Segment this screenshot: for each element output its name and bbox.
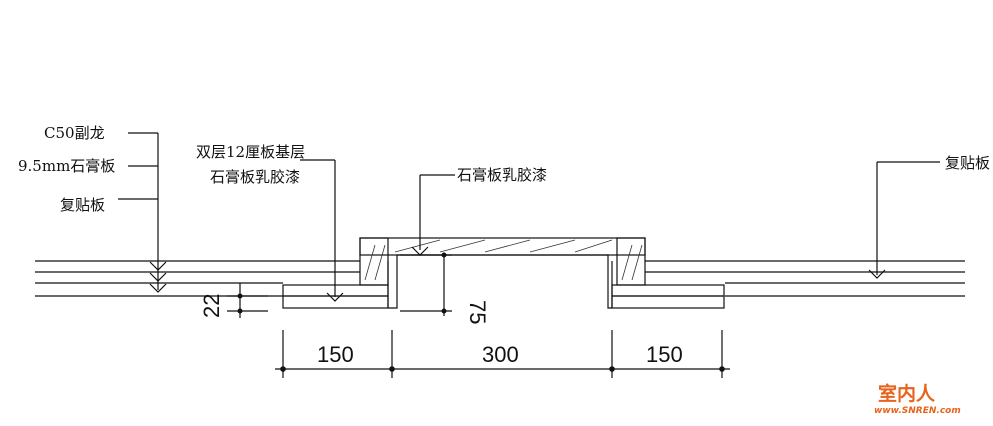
dim-22: 22	[199, 294, 224, 318]
ceiling-layers-right	[645, 260, 965, 297]
leader-right	[868, 161, 940, 279]
dimension-75	[400, 252, 452, 316]
label-fu-tie-right: 复贴板	[945, 154, 990, 172]
dim-300: 300	[482, 342, 519, 367]
label-gypsum-latex-mid: 石膏板乳胶漆	[457, 166, 547, 184]
label-gypsum-95: 9.5mm石膏板	[18, 157, 115, 175]
watermark-name: 室内人	[878, 382, 936, 405]
dim-150-right: 150	[646, 342, 683, 367]
label-c50: C50副龙	[44, 124, 105, 142]
watermark-logo: 室内人 www.SNREN.com	[874, 382, 961, 416]
base-board-right	[611, 284, 725, 309]
leader-left-group	[118, 132, 167, 293]
dim-75: 75	[465, 300, 490, 324]
recess-box	[359, 237, 646, 309]
dimension-22	[227, 283, 268, 318]
leader-middle	[411, 174, 455, 256]
label-fu-tie-left: 复贴板	[60, 196, 105, 214]
watermark-site: www.SNREN.com	[874, 406, 961, 416]
ceiling-layers-left	[35, 260, 360, 297]
label-double-layer: 双层12厘板基层	[196, 143, 305, 161]
leader-double-layer	[300, 159, 344, 302]
dim-150-left: 150	[317, 342, 354, 367]
label-gypsum-latex-left: 石膏板乳胶漆	[210, 168, 300, 186]
dimension-chain	[275, 330, 730, 378]
